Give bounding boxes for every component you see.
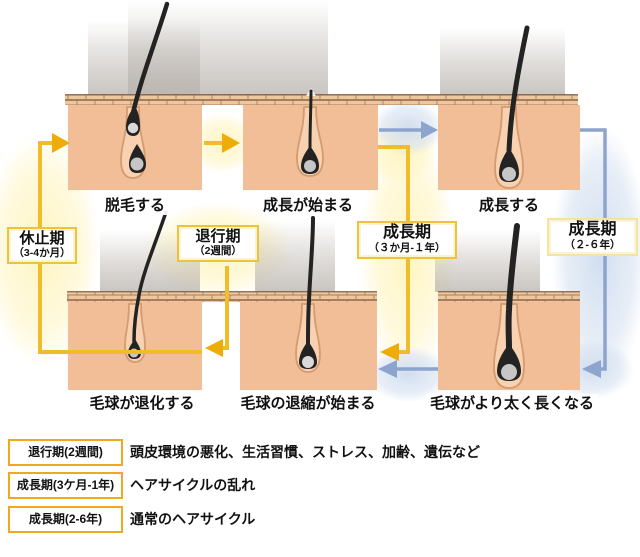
caption-hair-sheds: 脱毛する xyxy=(100,196,170,215)
phase-duration: （2週間） xyxy=(194,244,242,257)
phase-duration: （２-６年） xyxy=(564,238,621,251)
new-short-hair xyxy=(301,88,319,174)
phase-name: 休止期 xyxy=(19,230,65,247)
caption-bulb-thicker-longer: 毛球がより太く長くなる xyxy=(426,394,598,413)
legend-desc-catagen: 頭皮環境の悪化、生活習慣、ストレス、加齢、遺伝など xyxy=(130,444,480,460)
phase-duration: （3-4か月） xyxy=(13,246,71,259)
legend-desc-anagen-normal: 通常のヘアサイクル xyxy=(130,511,256,527)
phase-box-telogen: 休止期 （3-4か月） xyxy=(7,227,77,264)
phase-name: 退行期 xyxy=(195,228,241,245)
legend-box-anagen-normal: 成長期(2-6年) xyxy=(8,506,123,533)
phase-duration: （３か月-１年） xyxy=(368,241,446,254)
growing-hair xyxy=(499,25,530,182)
arrow-thicker-to-shrinking xyxy=(378,360,438,378)
phase-box-catagen: 退行期 （2週間） xyxy=(177,225,259,262)
caption-bulb-regresses: 毛球が退化する xyxy=(85,394,199,413)
phase-name: 成長期 xyxy=(568,221,617,238)
caption-grows: 成長する xyxy=(474,196,544,215)
caption-bulb-shrinking-begins: 毛球の退縮が始まる xyxy=(236,394,380,413)
phase-box-anagen-short: 成長期 （３か月-１年） xyxy=(357,221,457,259)
phase-name: 成長期 xyxy=(382,224,431,241)
arrow-growth-begins-to-grows xyxy=(379,121,438,139)
shrinking-hair xyxy=(299,216,317,369)
legend-box-catagen: 退行期(2週間) xyxy=(8,439,123,466)
arrow-catagen-down xyxy=(205,266,229,357)
arrow-sheds-to-growth-begins xyxy=(204,133,240,153)
thick-long-hair xyxy=(497,223,521,381)
legend-box-anagen-short: 成長期(3ケ月-1年) xyxy=(8,472,123,499)
phase-box-anagen-normal: 成長期 （２-６年） xyxy=(547,218,638,256)
detached-club-hair xyxy=(126,1,170,173)
legend-desc-anagen-short: ヘアサイクルの乱れ xyxy=(130,477,256,493)
caption-growth-begins: 成長が始まる xyxy=(258,196,358,215)
